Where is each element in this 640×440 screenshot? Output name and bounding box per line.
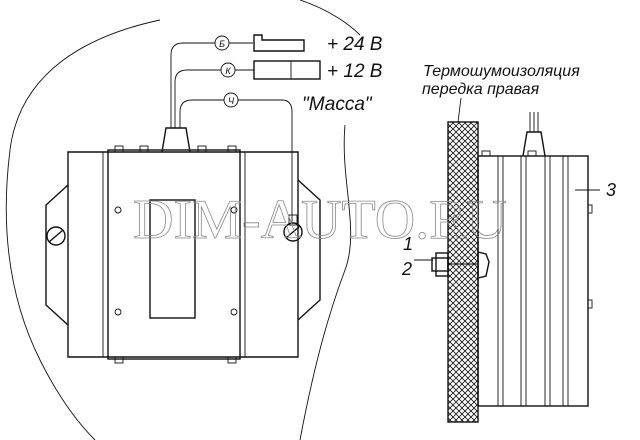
bolt-assembly: [431, 251, 490, 279]
insulation-label-line1: Термошумоизоляция: [423, 63, 580, 80]
cutaway-outline: [5, 0, 361, 440]
connector-24v: [253, 34, 305, 52]
watermark: DIM-AUTO.RU: [133, 189, 507, 251]
wire-marker-b: Б: [214, 35, 230, 51]
callout-3: 3: [606, 180, 616, 200]
svg-text:Б: Б: [219, 39, 225, 49]
insulation-panel: [447, 121, 479, 423]
wire-marker-k: К: [220, 62, 236, 78]
label-12v: + 12 В: [327, 61, 383, 82]
device-front-view: [45, 127, 321, 364]
wire-marker-ch: Ч: [223, 92, 239, 108]
callout-1: 1: [403, 234, 413, 254]
device-side-view: [477, 112, 593, 407]
callout-2: 2: [401, 259, 412, 279]
screw-right-icon: [283, 214, 303, 242]
label-ground: "Масса": [302, 94, 373, 115]
label-24v: + 24 В: [327, 34, 383, 55]
svg-text:К: К: [225, 66, 231, 76]
svg-text:Ч: Ч: [228, 96, 235, 106]
connector-12v: [253, 60, 321, 80]
screw-left-icon: [46, 226, 66, 246]
insulation-label-line2: передка правая: [422, 81, 540, 98]
